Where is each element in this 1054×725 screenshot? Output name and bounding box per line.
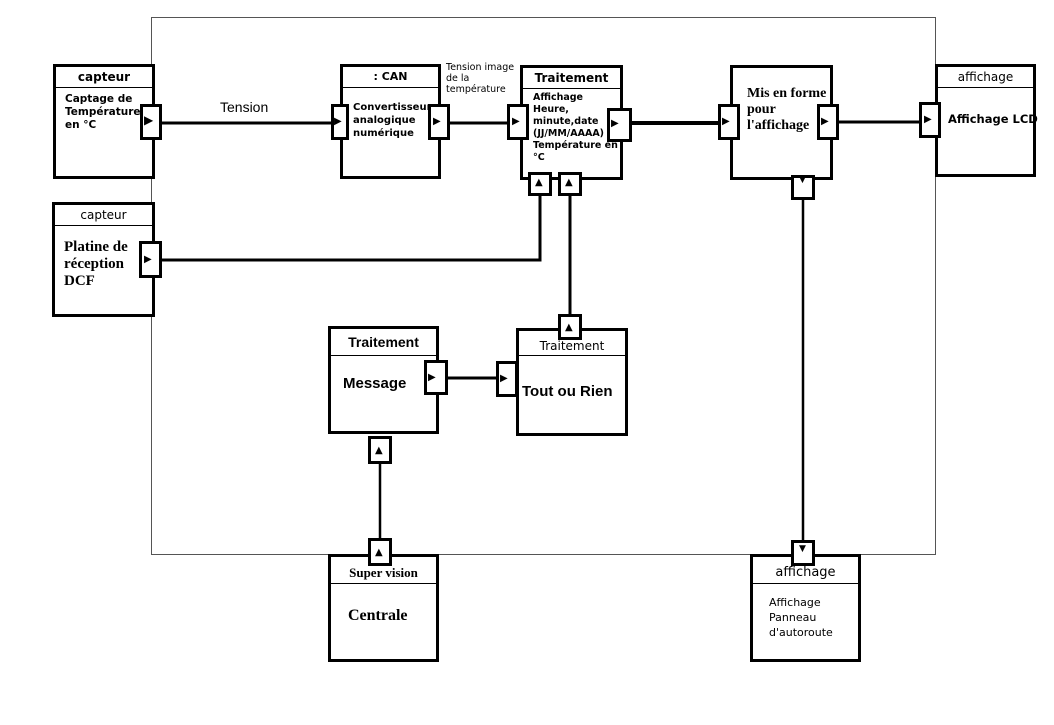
- arrow-right-icon: ▶: [500, 373, 508, 384]
- port-in-can[interactable]: [331, 104, 349, 140]
- block-affichage-lcd[interactable]: affichage Affichage LCD: [935, 64, 1038, 177]
- port-in-affichage-panneau[interactable]: [791, 540, 815, 566]
- arrow-right-icon: ▶: [611, 118, 619, 129]
- block-affichage-panneau[interactable]: affichage Affichage Panneau d'autoroute: [750, 554, 861, 662]
- block-text: Centrale: [348, 607, 408, 624]
- block-text: Mis en forme pour l'affichage: [747, 86, 827, 133]
- arrow-down-icon: ▼: [799, 175, 806, 185]
- port-out-can[interactable]: [428, 104, 450, 140]
- port-out-traitement[interactable]: [607, 108, 632, 142]
- arrow-down-icon: ▼: [799, 544, 806, 554]
- arrow-right-icon: ▶: [428, 372, 436, 383]
- block-text: Affichage Panneau d'autoroute: [769, 596, 833, 639]
- block-header: affichage: [938, 67, 1033, 88]
- wire-label-tension-image: Tension image de la température: [446, 62, 515, 95]
- arrow-up-icon: ▲: [535, 177, 543, 188]
- port-in-tor[interactable]: [496, 361, 518, 397]
- block-text: Affichage LCD: [948, 112, 1038, 126]
- block-header: capteur: [56, 67, 152, 88]
- port-out-mise-en-forme-panneau[interactable]: [791, 175, 815, 200]
- block-header: affichage: [753, 557, 858, 584]
- port-out-capteur-dcf[interactable]: [139, 241, 162, 278]
- arrow-up-icon: ▲: [375, 547, 383, 558]
- block-text: Convertisseur analogique numérique: [353, 102, 432, 139]
- block-mise-en-forme[interactable]: Mis en forme pour l'affichage: [730, 65, 833, 180]
- block-text: Affichage Heure, minute,date (JJ/MM/AAAA…: [533, 92, 618, 163]
- arrow-right-icon: ▶: [433, 116, 441, 127]
- block-header: Super vision: [331, 557, 436, 584]
- block-can[interactable]: : CAN Convertisseur analogique numérique: [340, 64, 441, 179]
- port-in-traitement-dcf[interactable]: [528, 172, 552, 196]
- port-in-affichage-lcd[interactable]: [919, 102, 941, 138]
- arrow-right-icon: ▶: [144, 254, 152, 265]
- block-text: Tout ou Rien: [522, 383, 613, 400]
- arrow-right-icon: ▶: [512, 116, 520, 127]
- port-out-mise-en-forme[interactable]: [817, 104, 839, 140]
- block-traitement-tor[interactable]: Traitement Tout ou Rien: [516, 328, 628, 436]
- port-in-traitement-tor[interactable]: [558, 172, 582, 196]
- block-text: Message: [343, 375, 407, 392]
- wire-dcf-to-traitement: [162, 195, 542, 262]
- block-header: Traitement: [519, 331, 625, 356]
- arrow-right-icon: ▶: [722, 116, 730, 127]
- block-header: Traitement: [331, 329, 436, 356]
- block-supervision-centrale[interactable]: Super vision Centrale: [328, 554, 439, 662]
- block-text: Captage de Température en °C: [65, 93, 141, 131]
- block-capteur-dcf[interactable]: capteur Platine de réception DCF: [52, 202, 155, 317]
- arrow-right-icon: ▶: [334, 116, 342, 127]
- arrow-right-icon: ▶: [924, 114, 932, 125]
- port-out-supervision[interactable]: [368, 538, 392, 566]
- port-in-message-supervision[interactable]: [368, 436, 392, 464]
- port-out-tor[interactable]: [558, 314, 582, 340]
- port-in-mise-en-forme[interactable]: [718, 104, 740, 140]
- arrow-right-icon: ▶: [144, 113, 154, 127]
- wire-label-tension: Tension: [220, 99, 269, 115]
- block-text: Platine de réception DCF: [64, 239, 128, 289]
- block-traitement-principal[interactable]: Traitement Affichage Heure, minute,date …: [520, 65, 623, 180]
- arrow-up-icon: ▲: [565, 322, 573, 333]
- arrow-right-icon: ▶: [821, 116, 829, 127]
- block-header: Traitement: [523, 68, 620, 89]
- block-header: : CAN: [343, 67, 438, 88]
- block-traitement-message[interactable]: Traitement Message: [328, 326, 439, 434]
- block-header: capteur: [55, 205, 152, 226]
- arrow-up-icon: ▲: [565, 177, 573, 188]
- arrow-up-icon: ▲: [375, 445, 383, 456]
- port-out-capteur-temp[interactable]: [140, 104, 162, 140]
- port-out-message[interactable]: [424, 360, 448, 395]
- port-in-traitement[interactable]: [507, 104, 529, 140]
